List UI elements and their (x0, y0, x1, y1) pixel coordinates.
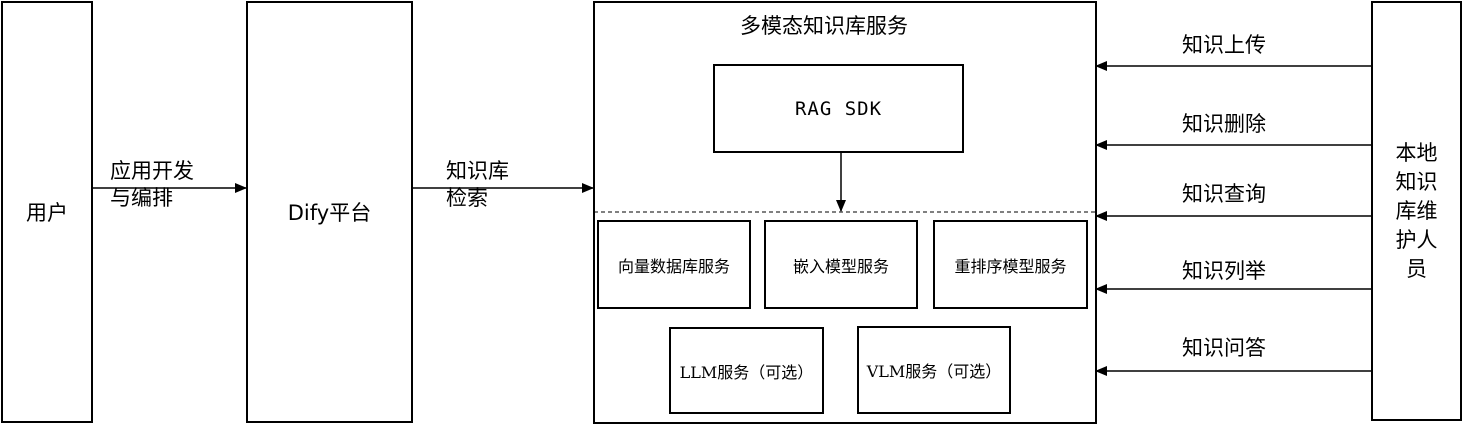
edge-label-user-dify-line1: 应用开发 (110, 159, 194, 183)
edge-label-user-dify: 应用开发 与编排 (110, 158, 194, 212)
edge-label-dify-kb-line1: 知识库 (446, 159, 509, 183)
user-label: 用户 (26, 201, 68, 225)
edge-label-user-dify-line2: 与编排 (110, 186, 173, 210)
rag-sdk-node: RAG SDK (713, 64, 964, 153)
edge-label-list: 知识列举 (1182, 259, 1266, 283)
maintainer-label: 本地 知识 库维 护人 员 (1396, 139, 1438, 284)
llm-label: LLM服务（可选） (679, 362, 814, 382)
vector-db-node: 向量数据库服务 (597, 220, 751, 309)
maintainer-line-5: 员 (1406, 256, 1427, 281)
maintainer-line-3: 库维 (1395, 198, 1438, 223)
rag-sdk-label: RAG SDK (794, 97, 883, 120)
maintainer-line-1: 本地 (1395, 140, 1438, 165)
kb-service-title: 多模态知识库服务 (740, 14, 908, 38)
embedding-label: 嵌入模型服务 (792, 256, 889, 276)
vector-db-label: 向量数据库服务 (617, 256, 730, 276)
vlm-label: VLM服务（可选） (866, 362, 1002, 381)
edge-label-upload: 知识上传 (1182, 33, 1266, 57)
rerank-node: 重排序模型服务 (933, 220, 1088, 309)
vlm-node: VLM服务（可选） (857, 326, 1011, 414)
edge-label-delete: 知识删除 (1182, 112, 1266, 136)
maintainer-node: 本地 知识 库维 护人 员 (1371, 1, 1462, 421)
user-node: 用户 (1, 1, 93, 423)
rerank-label: 重排序模型服务 (954, 256, 1067, 276)
dify-label: Dify平台 (287, 201, 372, 225)
dify-node: Dify平台 (246, 1, 413, 423)
llm-node: LLM服务（可选） (669, 327, 824, 414)
edge-label-qa: 知识问答 (1182, 336, 1266, 360)
edge-label-query: 知识查询 (1182, 182, 1266, 206)
edge-label-dify-kb-line2: 检索 (446, 186, 488, 210)
edge-label-dify-kb: 知识库 检索 (446, 158, 509, 212)
embedding-node: 嵌入模型服务 (764, 220, 918, 309)
maintainer-line-2: 知识 (1395, 169, 1438, 194)
maintainer-line-4: 护人 (1395, 227, 1438, 252)
kb-service-node (593, 1, 1097, 424)
